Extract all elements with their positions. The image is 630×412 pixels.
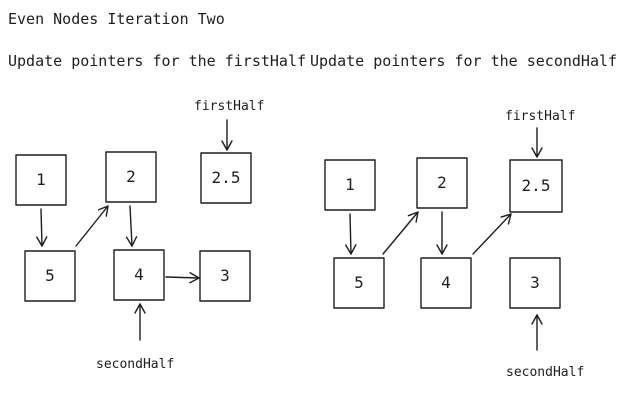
node-label: 2 [126, 167, 136, 186]
pointer-label-second-half: secondHalf [506, 365, 584, 380]
node-n5: 5 [333, 257, 385, 309]
node-n2: 2 [416, 157, 468, 209]
node-label: 3 [530, 273, 540, 292]
edge-n4-n3 [165, 272, 200, 284]
node-label: 5 [354, 273, 364, 292]
node-label: 2.5 [522, 176, 551, 195]
node-n1: 1 [15, 154, 67, 206]
edge-n2-n4 [125, 205, 138, 247]
node-label: 1 [345, 175, 355, 194]
panel-heading: Update pointers for the firstHalf [8, 52, 306, 70]
node-label: 4 [134, 265, 144, 284]
node-label: 2.5 [212, 168, 241, 187]
node-n3: 3 [199, 250, 251, 302]
node-n25: 2.5 [200, 152, 252, 204]
node-n5: 5 [24, 250, 76, 302]
panel-first-half: Update pointers for the firstHalf 1 2 2.… [8, 52, 306, 372]
edge-n1-n5 [36, 208, 48, 247]
node-n1: 1 [324, 159, 376, 211]
edge-n4-n25 [472, 213, 512, 255]
panel-second-half: Update pointers for the secondHalf 1 2 2… [310, 52, 617, 380]
node-n2: 2 [105, 151, 157, 203]
pointer-label-second-half: secondHalf [96, 357, 174, 372]
edge-n1-n5 [345, 213, 357, 255]
node-n3: 3 [509, 257, 561, 309]
node-label: 5 [45, 266, 55, 285]
node-label: 1 [36, 170, 46, 189]
diagram-title: Even Nodes Iteration Two [8, 10, 225, 28]
node-n25: 2.5 [509, 159, 563, 213]
pointer-label-first-half: firstHalf [194, 99, 264, 114]
node-n4: 4 [113, 249, 165, 301]
pointer-label-first-half: firstHalf [505, 109, 575, 124]
node-n4: 4 [420, 257, 472, 309]
panel-heading: Update pointers for the secondHalf [310, 52, 617, 70]
node-label: 2 [437, 173, 447, 192]
edge-n5-n2 [75, 205, 109, 247]
edge-n5-n2 [382, 211, 419, 255]
node-label: 3 [220, 266, 230, 285]
node-label: 4 [441, 273, 451, 292]
